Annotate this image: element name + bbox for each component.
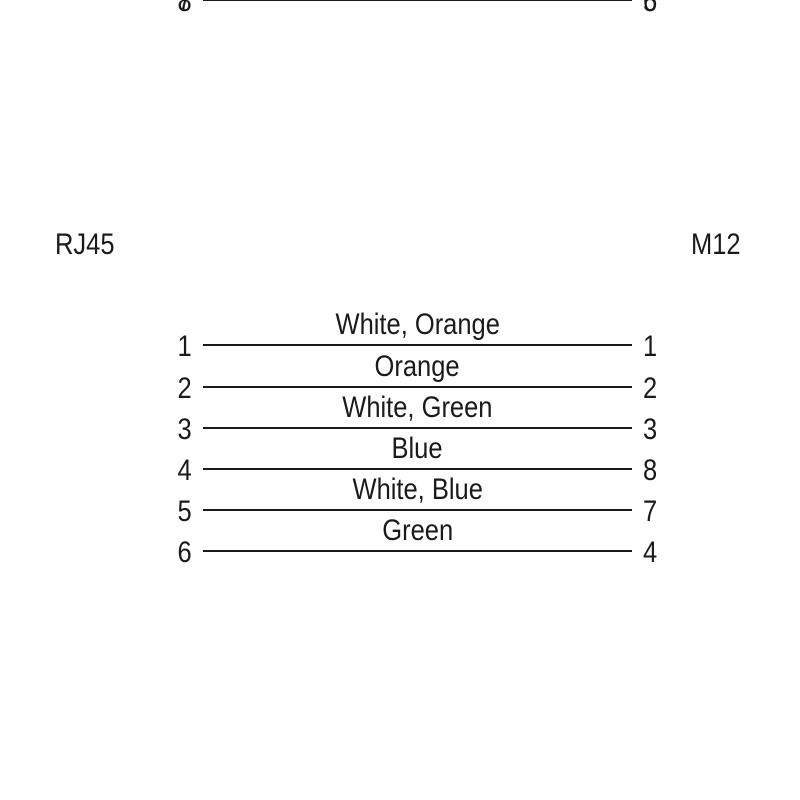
wire-line — [203, 550, 632, 552]
rj45-pin-number: 4 — [177, 454, 192, 487]
left-connector-title-text: RJ45 — [55, 228, 115, 261]
m12-pin-number: 4 — [643, 536, 658, 569]
rj45-pin-number: 7 — [177, 0, 192, 18]
rj45-pin-number: 5 — [177, 495, 192, 528]
wire-color-label: White, Green — [342, 391, 493, 424]
wire-line — [203, 427, 632, 429]
m12-pin-number: 5 — [643, 0, 658, 18]
wire-line — [203, 0, 632, 1]
wire-color-label: Orange — [374, 350, 461, 383]
wire-color-label: White, Orange — [335, 308, 500, 341]
wire-line — [203, 468, 632, 470]
wire-line — [203, 386, 632, 388]
left-connector-title: RJ45 — [55, 230, 125, 260]
m12-pin-number: 1 — [643, 330, 658, 363]
wire-line — [203, 509, 632, 511]
m12-pin-number: 6 — [643, 0, 658, 18]
rj45-pin-number: 8 — [177, 0, 192, 18]
m12-pin-number: 7 — [643, 495, 658, 528]
wire-color-label: Green — [382, 514, 453, 547]
rj45-pin-number: 3 — [177, 413, 192, 446]
m12-pin-number: 2 — [643, 372, 658, 405]
rj45-pin-number: 6 — [177, 536, 192, 569]
rj45-pin-number: 1 — [177, 330, 192, 363]
wire-line — [203, 344, 632, 346]
m12-pin-number: 8 — [643, 454, 658, 487]
m12-pin-number: 3 — [643, 413, 658, 446]
wire-color-label: Blue — [391, 432, 444, 465]
right-connector-title: M12 — [691, 230, 749, 260]
wire-color-label: White, Blue — [352, 473, 483, 506]
rj45-pin-number: 2 — [177, 372, 192, 405]
right-connector-title-text: M12 — [691, 228, 741, 261]
